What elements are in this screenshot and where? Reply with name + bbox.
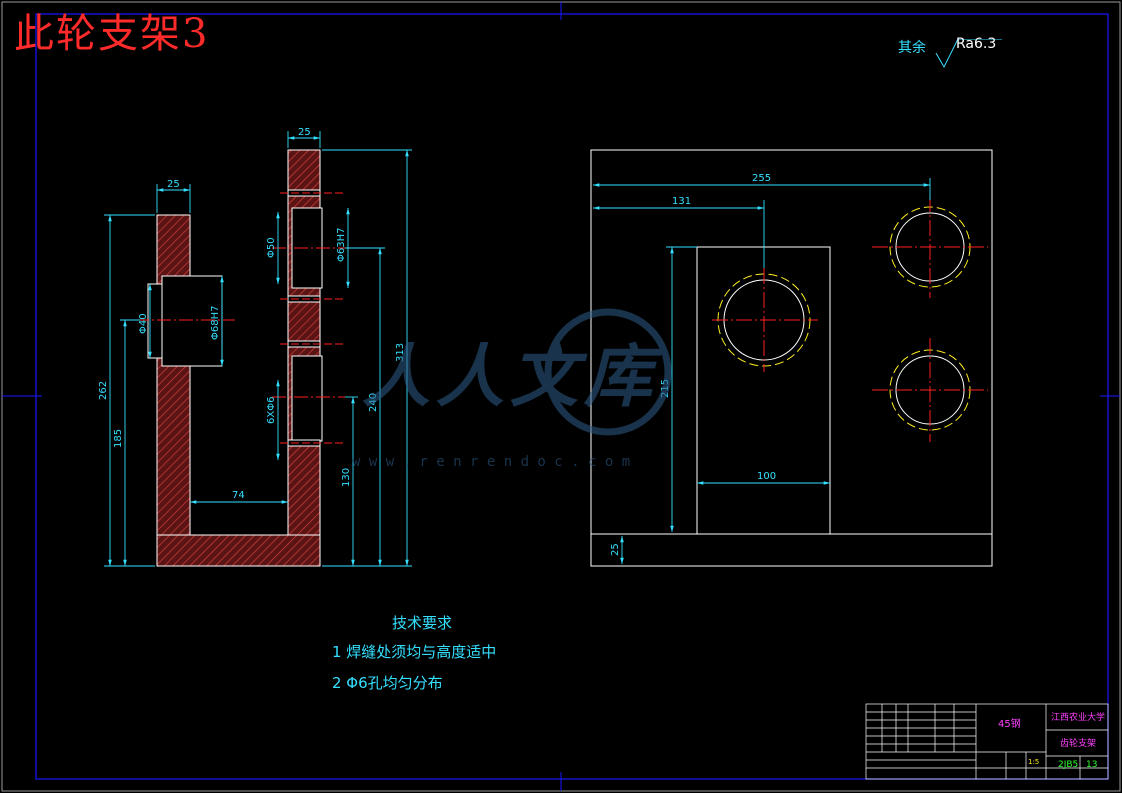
dim-130: 130 (341, 468, 352, 487)
notes-heading: 技术要求 (392, 614, 453, 632)
drawing-title: 此轮支架3 (14, 11, 210, 57)
title-block-texts: 45钢 江西农业大学 齿轮支架 2JB5 13 1:5 (998, 711, 1105, 770)
front-plate (590, 149, 993, 567)
dim-phi50: Φ50 (266, 237, 277, 258)
notes-line-2: 2 Φ6孔均匀分布 (332, 674, 443, 692)
dim-phi63: Φ63H7 (336, 228, 347, 262)
dim-185: 185 (113, 429, 124, 448)
dim-74: 74 (232, 490, 245, 501)
tb-material: 45钢 (998, 717, 1021, 730)
left-column-hatch (156, 214, 191, 536)
dim-phi40: Φ40 (138, 313, 149, 334)
technical-requirements: 技术要求 1 焊缝处须均与高度适中 2 Φ6孔均匀分布 (332, 612, 496, 703)
roughness-label: 其余 (898, 40, 926, 56)
left-bore (161, 275, 223, 367)
roughness-symbol-icon (935, 39, 1002, 69)
surface-roughness-note: 其余 Ra6.3 (898, 36, 1002, 69)
tb-part-name: 齿轮支架 (1060, 737, 1096, 749)
section-view (135, 149, 345, 567)
right-bore-bottom (291, 355, 323, 442)
title-block (865, 703, 1109, 780)
base-hatch (156, 534, 321, 567)
tb-school: 江西农业大学 (1051, 711, 1105, 723)
dim-holes: 6XΦ6 (266, 397, 277, 424)
dim-left-width: 25 (167, 179, 180, 190)
dim-phi68: Φ68H7 (210, 306, 221, 340)
dim-262: 262 (98, 381, 109, 400)
tb-scale: 1:5 (1028, 758, 1039, 766)
dim-255: 255 (752, 173, 771, 184)
watermark-text: 人人文库 (362, 337, 663, 417)
section-dimensions (104, 131, 412, 567)
dim-131: 131 (672, 196, 691, 207)
bore-center (712, 268, 818, 372)
tb-code: 2JB5 (1058, 760, 1078, 770)
dim-100: 100 (757, 471, 776, 482)
section-dimension-texts: 25 25 262 185 Φ40 Φ68H7 Φ50 Φ63H7 6XΦ6 7… (98, 127, 406, 501)
notes-line-1: 1 焊缝处须均与高度适中 (332, 643, 497, 661)
front-view (590, 149, 993, 567)
dim-240: 240 (368, 393, 379, 412)
tb-sheet: 13 (1086, 760, 1097, 770)
dim-25-front: 25 (610, 543, 621, 556)
watermark: 人人文库 w w w . r e n r e n d o c . c o m (352, 308, 672, 470)
dim-top-width: 25 (298, 127, 311, 138)
front-dimensions (593, 178, 931, 564)
roughness-value: Ra6.3 (956, 36, 997, 52)
front-column (696, 246, 831, 535)
bore-top-right (872, 196, 988, 298)
dim-313: 313 (395, 343, 406, 362)
watermark-url: w w w . r e n r e n d o c . c o m (352, 454, 630, 470)
bore-bottom-right (872, 338, 988, 442)
